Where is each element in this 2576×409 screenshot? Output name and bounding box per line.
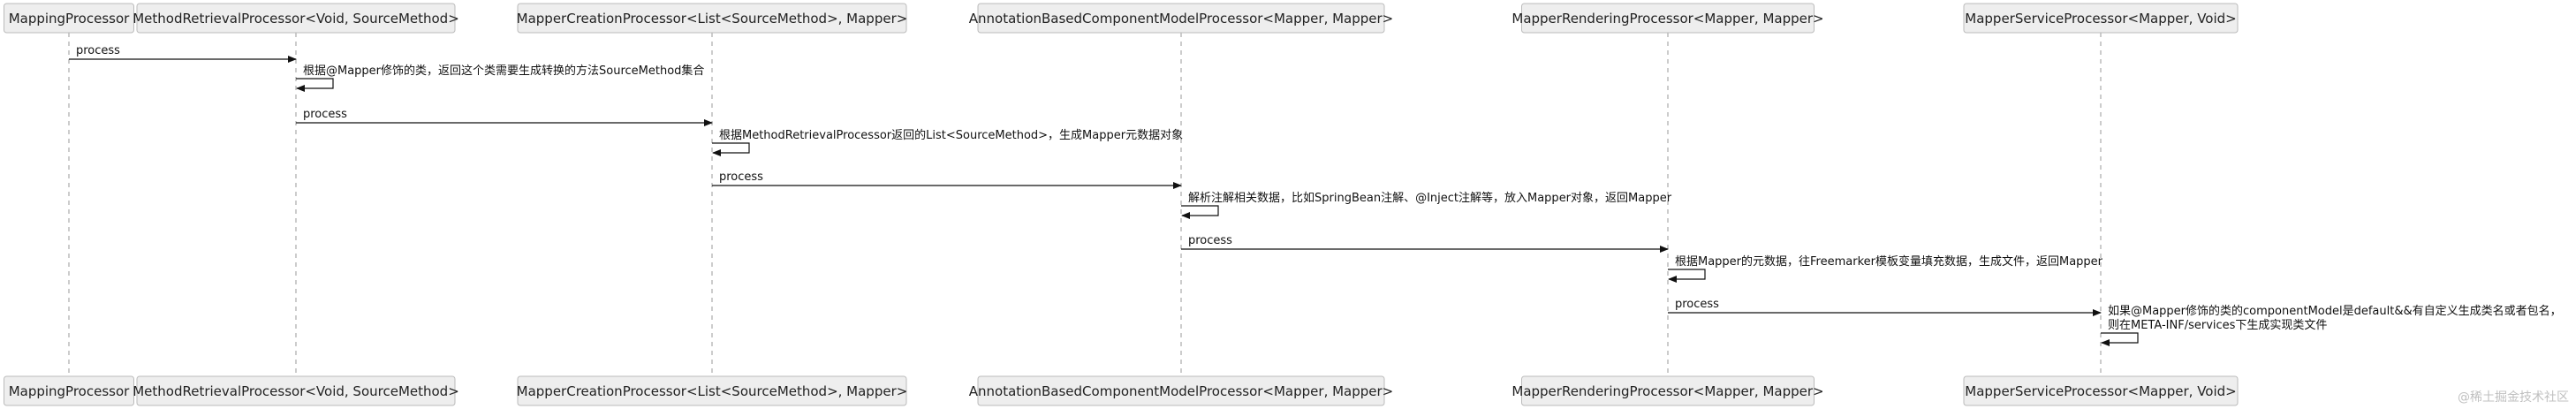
participant-box [1521, 375, 1815, 406]
participant-bottom-3: AnnotationBasedComponentModelProcessor<M… [969, 375, 1394, 406]
participant-label: AnnotationBasedComponentModelProcessor<M… [969, 383, 1394, 399]
message-label: process [76, 44, 120, 57]
participant-top-1: MethodRetrievalProcessor<Void, SourceMet… [133, 3, 459, 34]
message-9: 如果@Mapper修饰的类的componentModel是default&&有自… [2101, 304, 2562, 346]
message-note-line: 如果@Mapper修饰的类的componentModel是default&&有自… [2108, 304, 2562, 318]
participant-top-5: MapperServiceProcessor<Mapper, Void> [1963, 3, 2239, 34]
self-call-arrow [2101, 332, 2139, 346]
self-call-arrow [712, 142, 750, 156]
participant-bottom-0: MappingProcessor [4, 375, 134, 406]
participant-label: MethodRetrievalProcessor<Void, SourceMet… [133, 383, 459, 399]
participant-bottom-2: MapperCreationProcessor<List<SourceMetho… [517, 375, 908, 406]
self-call-arrow [1181, 205, 1219, 219]
participant-top-2: MapperCreationProcessor<List<SourceMetho… [517, 3, 908, 34]
participant-top-3: AnnotationBasedComponentModelProcessor<M… [969, 3, 1394, 34]
message-label: process [719, 170, 763, 184]
participant-box [977, 375, 1385, 406]
participants: MappingProcessorMappingProcessorMethodRe… [4, 3, 2239, 406]
participant-label: AnnotationBasedComponentModelProcessor<M… [969, 11, 1394, 27]
participant-box [517, 3, 907, 34]
participant-box [1521, 3, 1815, 34]
message-note-line: 根据@Mapper修饰的类，返回这个类需要生成转换的方法SourceMethod… [303, 64, 704, 78]
message-2: process [296, 108, 713, 126]
self-call-arrow [1668, 269, 1706, 283]
message-note-line: 根据Mapper的元数据，往Freemarker模板变量填充数据，生成文件，返回… [1675, 254, 2103, 269]
message-7: 根据Mapper的元数据，往Freemarker模板变量填充数据，生成文件，返回… [1668, 254, 2103, 283]
message-label: process [1188, 234, 1232, 247]
message-label: process [303, 108, 347, 121]
participant-label: MapperRenderingProcessor<Mapper, Mapper> [1512, 383, 1823, 399]
participant-bottom-4: MapperRenderingProcessor<Mapper, Mapper> [1512, 375, 1824, 406]
message-note-line: 根据MethodRetrievalProcessor返回的List<Source… [719, 128, 1183, 142]
participant-label: MapperRenderingProcessor<Mapper, Mapper> [1512, 11, 1823, 27]
message-label: process [1675, 298, 1719, 311]
participant-bottom-1: MethodRetrievalProcessor<Void, SourceMet… [133, 375, 459, 406]
participant-box [1963, 375, 2239, 406]
participant-box [977, 3, 1385, 34]
participant-top-4: MapperRenderingProcessor<Mapper, Mapper> [1512, 3, 1824, 34]
message-6: process [1181, 234, 1669, 253]
participant-top-0: MappingProcessor [4, 3, 134, 34]
participant-box [136, 375, 456, 406]
participant-label: MapperCreationProcessor<List<SourceMetho… [517, 11, 908, 27]
participant-label: MappingProcessor [9, 11, 130, 27]
message-3: 根据MethodRetrievalProcessor返回的List<Source… [712, 128, 1183, 156]
messages: process 根据@Mapper修饰的类，返回这个类需要生成转换的方法Sourc… [69, 44, 2562, 346]
participant-box [517, 375, 907, 406]
participant-box [1963, 3, 2239, 34]
participant-label: MapperServiceProcessor<Mapper, Void> [1965, 11, 2236, 27]
message-8: process [1668, 298, 2102, 316]
message-1: 根据@Mapper修饰的类，返回这个类需要生成转换的方法SourceMethod… [296, 64, 704, 92]
message-4: process [712, 170, 1182, 189]
participant-bottom-5: MapperServiceProcessor<Mapper, Void> [1963, 375, 2239, 406]
participant-label: MethodRetrievalProcessor<Void, SourceMet… [133, 11, 459, 27]
participant-label: MapperServiceProcessor<Mapper, Void> [1965, 383, 2236, 399]
message-note-line: 解析注解相关数据，比如SpringBean注解、@Inject注解等，放入Map… [1188, 191, 1672, 205]
watermark: @稀土掘金技术社区 [2458, 390, 2569, 405]
lifelines [68, 33, 2102, 376]
participant-box [136, 3, 456, 34]
message-note-line: 则在META-INF/services下生成实现类文件 [2108, 319, 2327, 332]
self-call-arrow [296, 78, 334, 92]
participant-label: MappingProcessor [9, 383, 130, 399]
message-5: 解析注解相关数据，比如SpringBean注解、@Inject注解等，放入Map… [1181, 191, 1672, 219]
participant-box [4, 375, 134, 406]
participant-box [4, 3, 134, 34]
message-0: process [69, 44, 297, 63]
participant-label: MapperCreationProcessor<List<SourceMetho… [517, 383, 908, 399]
